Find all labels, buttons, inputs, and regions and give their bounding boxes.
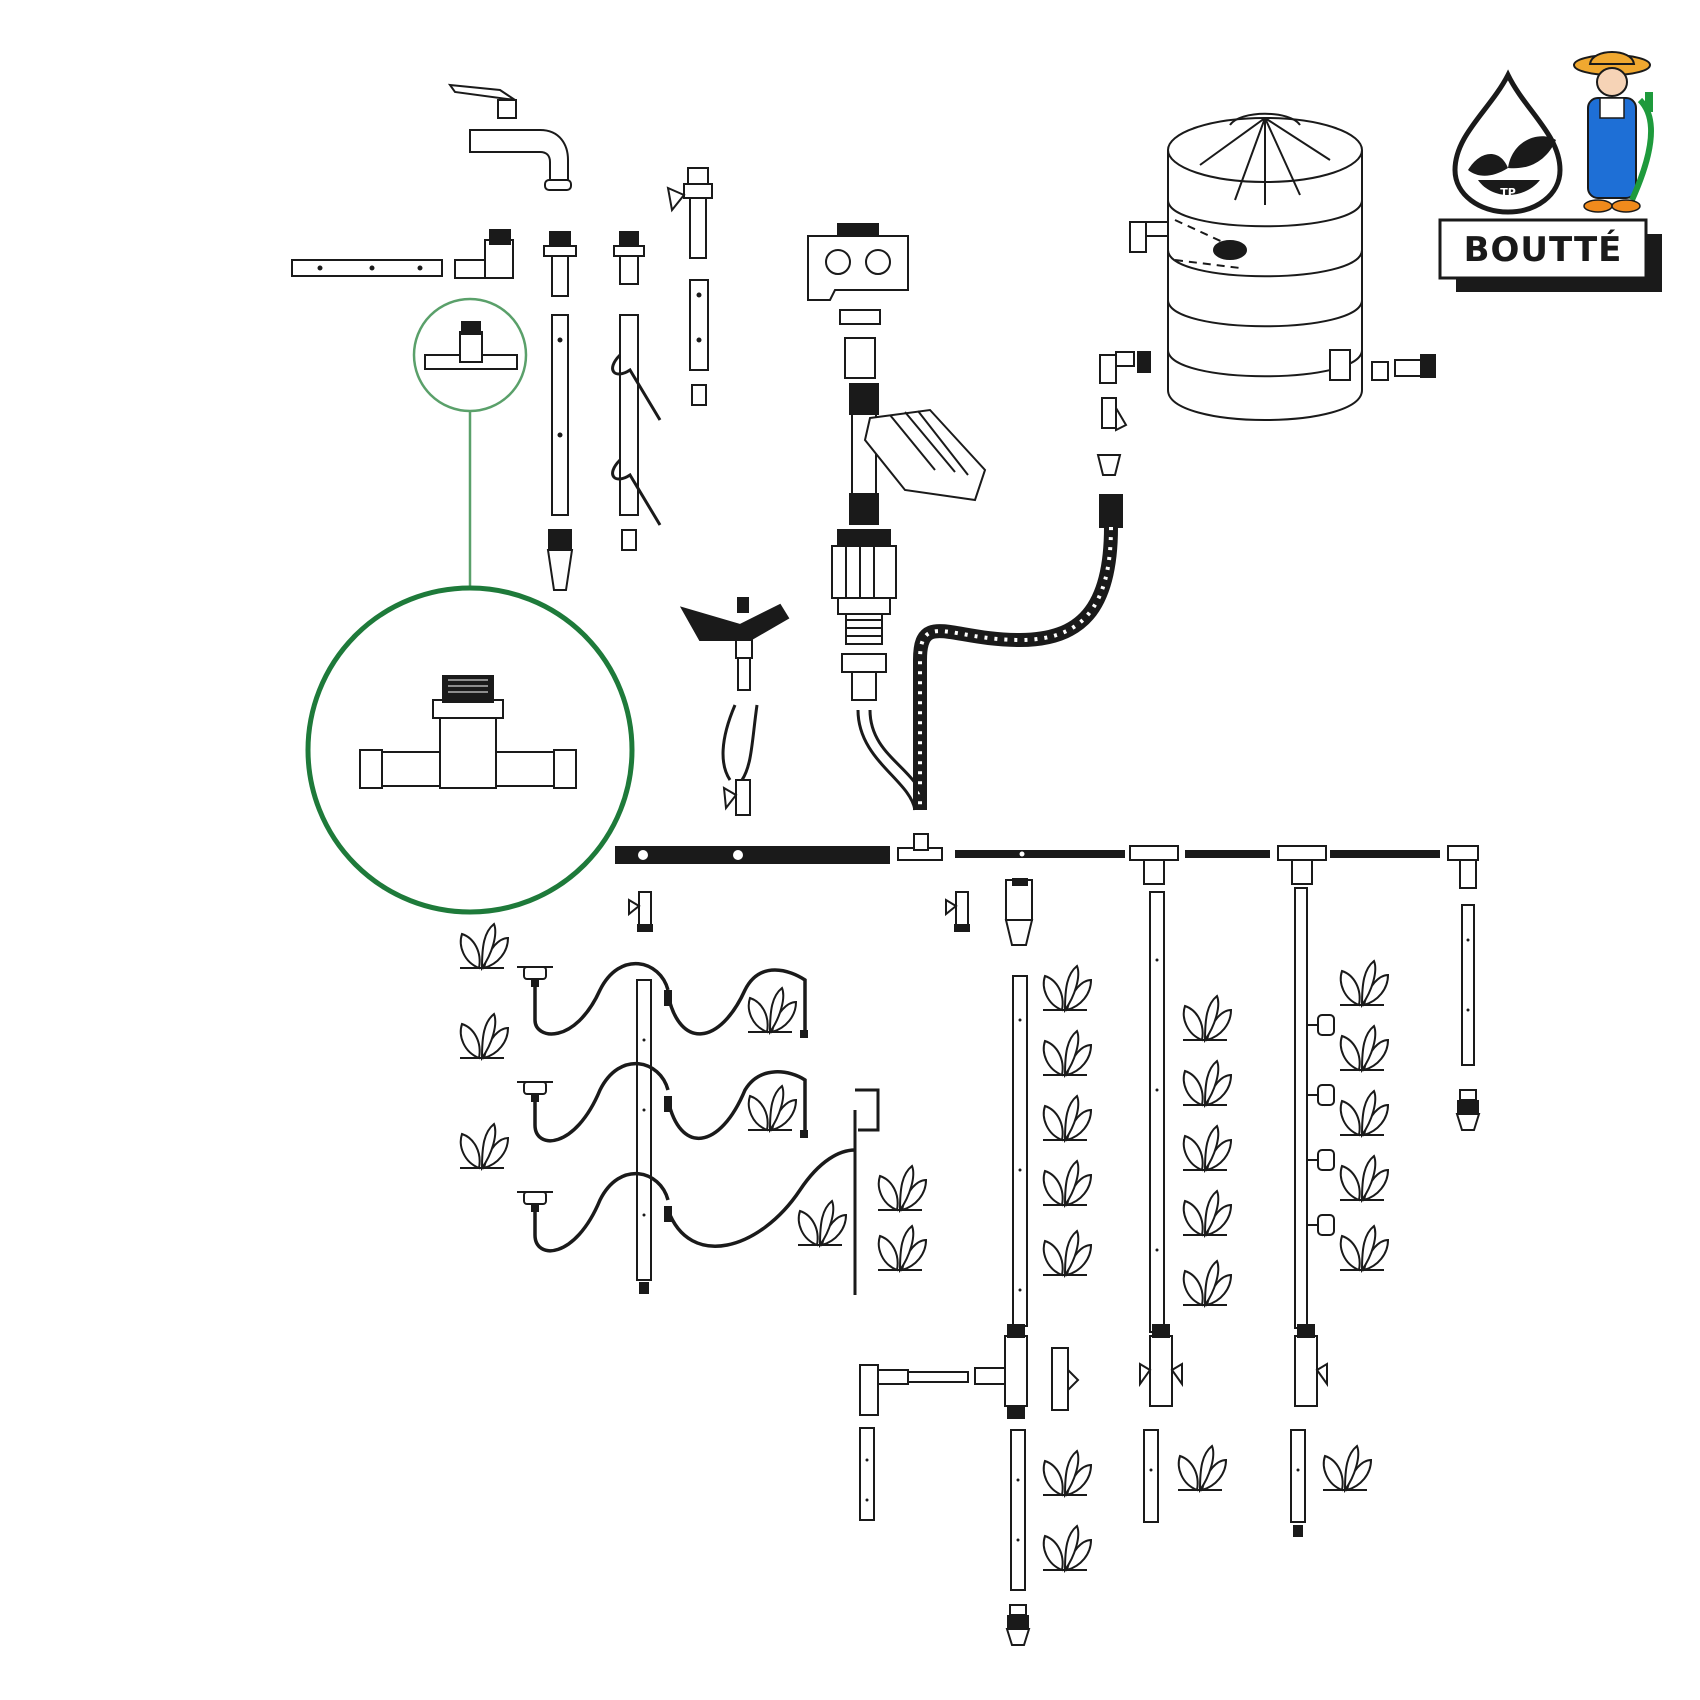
water-tank: [1129, 112, 1436, 421]
tee-connector-callout: [305, 297, 635, 915]
drip-column-4: [1294, 887, 1389, 1329]
garden-tap-icon: [447, 83, 572, 191]
impact-sprinkler: [679, 597, 790, 816]
pressure-reducer: [831, 529, 897, 701]
water-drop-leaf-icon: TP: [1452, 69, 1563, 215]
main-supply-line: [615, 833, 1479, 889]
tee-connector-icon: [424, 321, 518, 370]
drop-mark-text: TP: [1500, 186, 1516, 199]
logo-plate: [1438, 218, 1648, 280]
tee-connector-enlarged: [359, 675, 577, 789]
left-drip-section: [459, 891, 927, 1295]
brand-name: BOUTTÉ: [1464, 229, 1623, 270]
fitting-column-3: [666, 167, 713, 406]
center-drip-column: [945, 878, 1092, 1327]
drip-column-3: [1149, 891, 1232, 1333]
feed-tubes: [856, 709, 927, 811]
disc-filter: [849, 383, 987, 525]
bottom-fittings: [859, 1324, 1328, 1591]
fitting-column-2: [611, 231, 662, 551]
drip-column-5: [1456, 904, 1480, 1131]
fitting-column-1: [543, 231, 577, 591]
garden-hose: [913, 526, 1118, 810]
gardener-mascot-icon: [1573, 51, 1654, 213]
hose-connector-strip: [291, 229, 514, 279]
irrigation-timer: [807, 223, 909, 379]
brand-logo: TP BOUTTÉ: [1438, 51, 1662, 292]
tank-outlet-fittings: [1096, 351, 1151, 528]
